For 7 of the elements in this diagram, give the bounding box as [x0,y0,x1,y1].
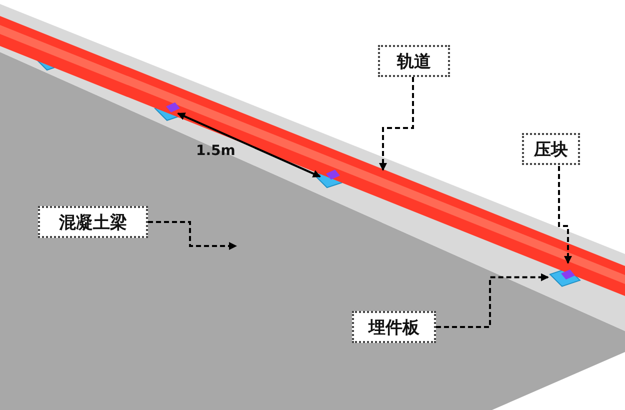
leader-line [436,273,549,328]
leader-line [558,166,572,264]
leader-line [379,77,414,171]
dimension-label: 1.5m [196,143,236,159]
callout-label: 轨道 [378,45,450,77]
callout-label: 压块 [522,133,580,165]
leader-line [148,221,237,250]
